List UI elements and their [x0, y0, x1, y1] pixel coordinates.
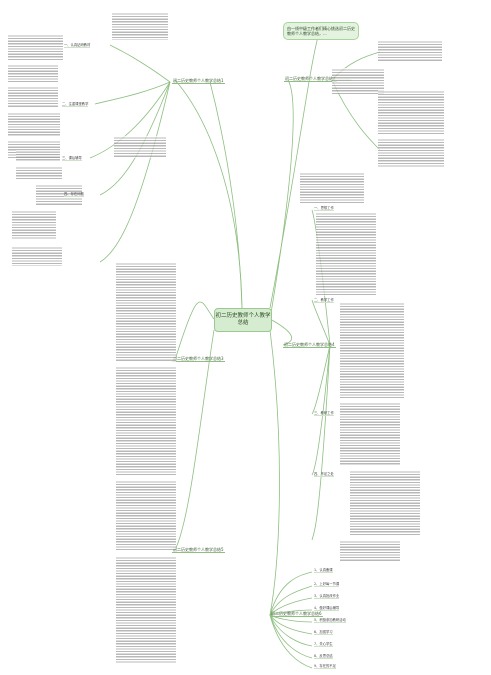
- text-block-r6: [316, 212, 376, 296]
- text-block-r5: [300, 172, 364, 204]
- text-block-r1: [378, 40, 442, 62]
- text-block-l12: [12, 246, 62, 266]
- list-item-3-label: 3、认真批改作业: [314, 594, 340, 598]
- list-item-7[interactable]: 7、关心学生: [314, 642, 333, 648]
- text-block-l5: [8, 112, 60, 136]
- text-block-l4: [8, 86, 58, 108]
- list-item-5-label: 5、积极参加教研活动: [314, 618, 346, 622]
- list-item-9-label: 9、存在的不足: [314, 664, 336, 668]
- subnode-right-3-label: 三、教研工作: [314, 411, 334, 415]
- branch-6-label: 初二历史教师个人教学总结6: [271, 611, 322, 616]
- list-item-4[interactable]: 4、做好课后辅导: [314, 606, 340, 612]
- list-item-8-label: 8、反思总结: [314, 654, 333, 658]
- intro-note-text: 由一线中级工作者们精心挑选初二历史教师个人教学总结，...: [287, 26, 355, 36]
- text-block-r7: [340, 302, 404, 398]
- branch-1-label: 初二历史教师个人教学总结1: [173, 78, 224, 83]
- text-block-l7: [114, 136, 166, 158]
- subnode-left-2[interactable]: 二、注重课堂教学: [62, 102, 89, 108]
- text-block-l9: [16, 166, 62, 180]
- branch-4-label: 初二历史教师个人教学总结4: [284, 342, 335, 347]
- list-item-6[interactable]: 6、加强学习: [314, 630, 333, 636]
- branch-5[interactable]: 初二历史教师个人教学总结5: [172, 547, 225, 553]
- list-item-7-label: 7、关心学生: [314, 642, 333, 646]
- text-block-l3: [8, 64, 58, 82]
- subnode-left-4-label: 四、存在问题: [64, 192, 84, 196]
- text-block-c2: [116, 366, 176, 476]
- root-node[interactable]: 初二历史教师个人教学总结: [214, 308, 272, 332]
- text-block-c3: [116, 480, 176, 550]
- text-block-l10: [36, 184, 82, 206]
- subnode-right-3[interactable]: 三、教研工作: [314, 411, 334, 417]
- branch-1[interactable]: 初二历史教师个人教学总结1: [172, 78, 225, 84]
- text-block-l11: [12, 210, 56, 240]
- branch-3[interactable]: 初二历史教师个人教学总结3: [172, 356, 225, 362]
- subnode-right-2[interactable]: 二、教学工作: [314, 298, 334, 304]
- subnode-left-1[interactable]: 一、认真钻研教材: [64, 43, 91, 49]
- list-item-2-label: 2、上好每一节课: [314, 582, 340, 586]
- subnode-right-1-label: 一、思想工作: [314, 206, 334, 210]
- list-item-4-label: 4、做好课后辅导: [314, 606, 340, 610]
- list-item-1-label: 1、认真备课: [314, 568, 333, 572]
- list-item-5[interactable]: 5、积极参加教研活动: [314, 618, 346, 624]
- list-item-2[interactable]: 2、上好每一节课: [314, 582, 340, 588]
- text-block-l1: [112, 12, 168, 40]
- subnode-right-4-label: 四、不足之处: [314, 472, 334, 476]
- text-block-r9: [350, 470, 420, 536]
- root-title: 初二历史教师个人教学总结: [215, 313, 271, 326]
- text-block-r10: [340, 540, 400, 562]
- subnode-left-2-label: 二、注重课堂教学: [62, 102, 89, 106]
- branch-4[interactable]: 初二历史教师个人教学总结4: [283, 342, 336, 348]
- text-block-c4: [116, 556, 176, 664]
- text-block-l8: [16, 150, 60, 162]
- list-item-1[interactable]: 1、认真备课: [314, 568, 333, 574]
- subnode-left-3-label: 三、课后辅导: [62, 156, 82, 160]
- subnode-right-4[interactable]: 四、不足之处: [314, 472, 334, 478]
- branch-6[interactable]: 初二历史教师个人教学总结6: [270, 611, 323, 617]
- subnode-right-2-label: 二、教学工作: [314, 298, 334, 302]
- subnode-left-3[interactable]: 三、课后辅导: [62, 156, 82, 162]
- branch-5-label: 初二历史教师个人教学总结5: [173, 547, 224, 552]
- list-item-3[interactable]: 3、认真批改作业: [314, 594, 340, 600]
- text-block-r8: [340, 402, 400, 466]
- branch-2-label: 初二历史教师个人教学总结2: [285, 76, 336, 81]
- branch-2[interactable]: 初二历史教师个人教学总结2: [284, 76, 337, 82]
- branch-3-label: 初二历史教师个人教学总结3: [173, 356, 224, 361]
- text-block-l2: [8, 34, 63, 60]
- text-block-c1: [116, 262, 176, 362]
- subnode-right-1[interactable]: 一、思想工作: [314, 206, 334, 212]
- subnode-left-4[interactable]: 四、存在问题: [64, 192, 84, 198]
- list-item-9[interactable]: 9、存在的不足: [314, 664, 336, 670]
- list-item-6-label: 6、加强学习: [314, 630, 333, 634]
- intro-note[interactable]: 由一线中级工作者们精心挑选初二历史教师个人教学总结，...: [283, 22, 359, 40]
- text-block-r2: [332, 68, 384, 94]
- list-item-8[interactable]: 8、反思总结: [314, 654, 333, 660]
- text-block-r3: [378, 90, 444, 134]
- text-block-r4: [378, 138, 444, 168]
- subnode-left-1-label: 一、认真钻研教材: [64, 43, 91, 47]
